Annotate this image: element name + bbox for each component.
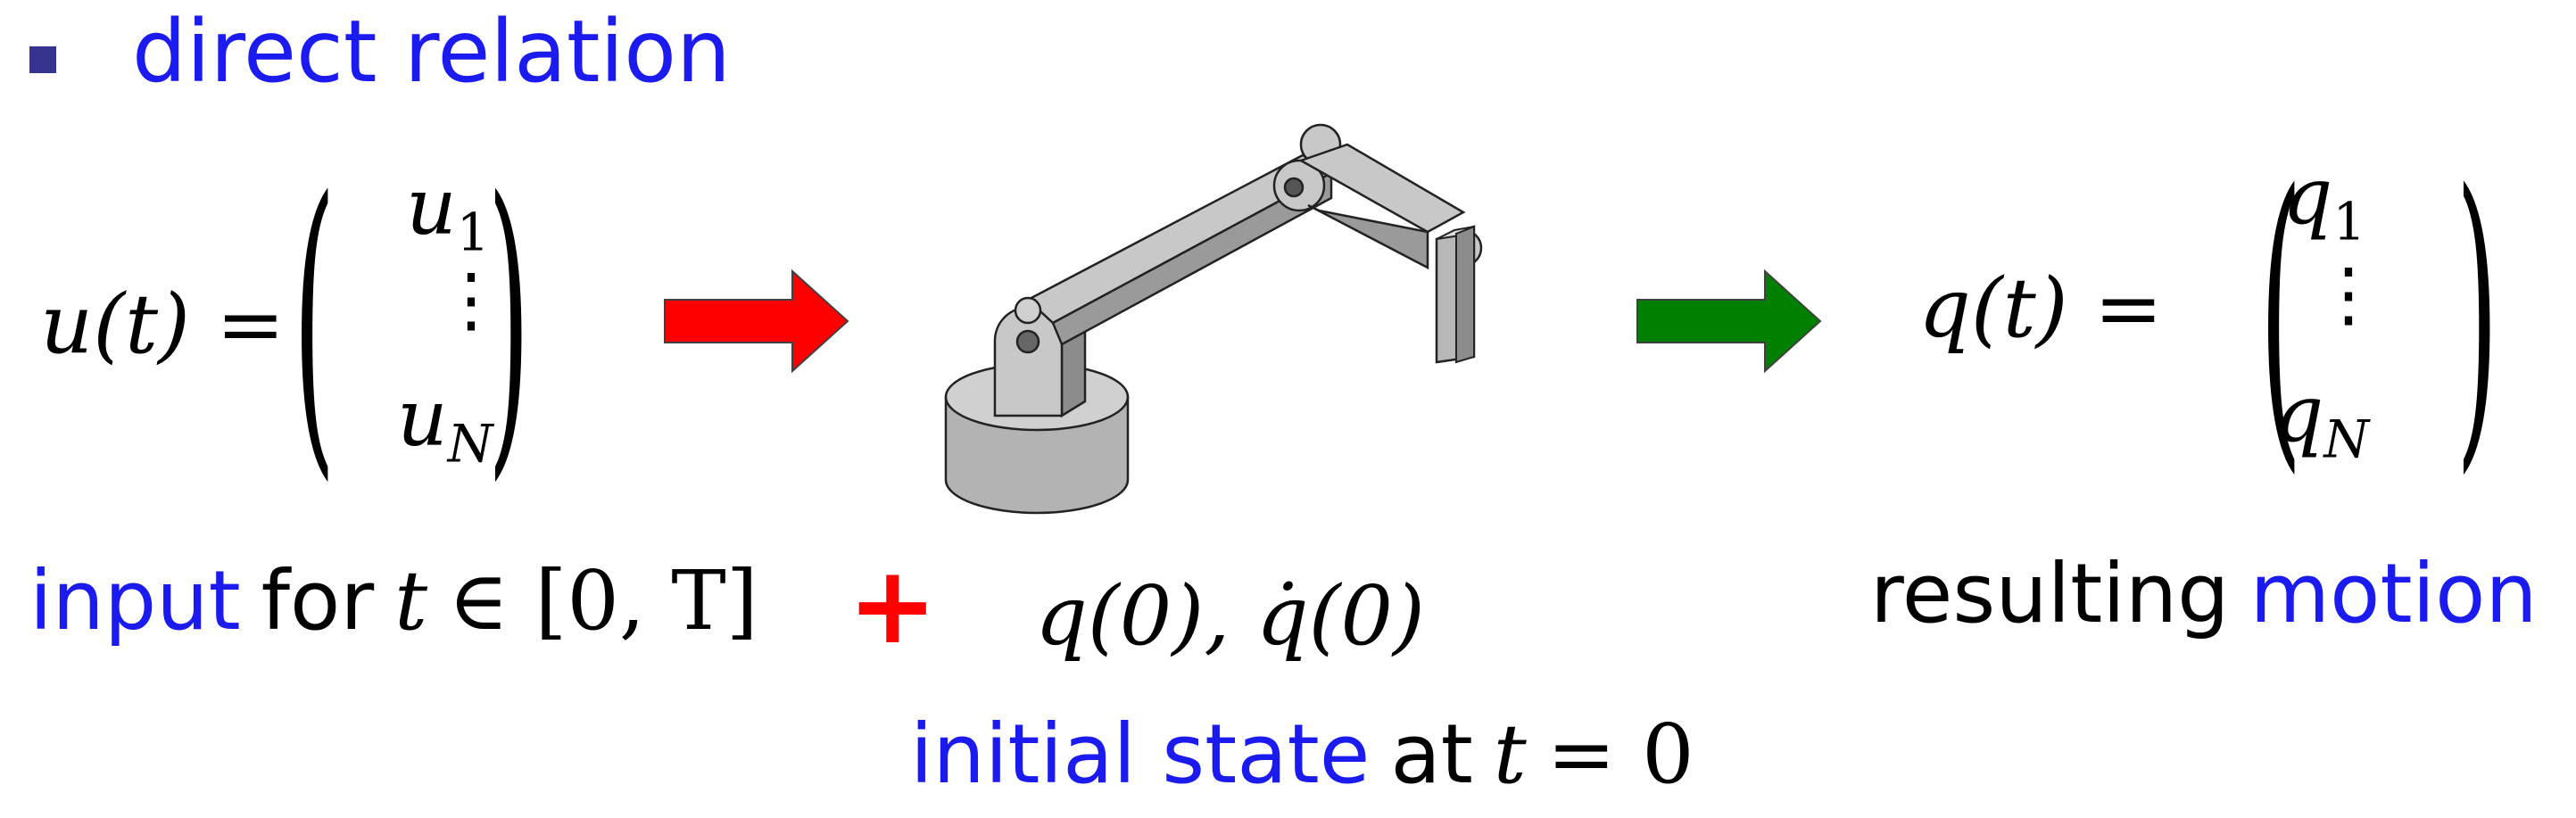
input-vector-lhs: u(t) = [40,277,286,372]
plus-sign: + [848,544,938,668]
input-caption: input for t ∈ [0, T] [29,560,758,642]
output-arrow [1636,269,1822,374]
initial-t: t [1493,706,1527,802]
uN-subscript: N [447,413,493,475]
robot-arm-illustration [944,123,1483,515]
resulting-word: resulting [1870,546,2230,641]
initial-state-word: initial state [910,706,1371,802]
input-arrow [664,269,849,374]
qN-subscript: N [2323,409,2370,470]
initial-state-caption: initial state at t = 0 [910,714,1694,796]
q1-symbol: q [2282,150,2333,242]
input-vdots: ⋮ [435,258,507,341]
u1-subscript: 1 [456,202,490,263]
u1-symbol: u [406,161,457,252]
qN-symbol: q [2274,368,2324,459]
initial-eq: = 0 [1546,706,1694,802]
robot-shoulder [993,306,1087,418]
initial-at: at [1390,706,1473,802]
input-left-paren: ( [293,134,336,508]
q1-subscript: 1 [2332,191,2366,252]
input-word: input [29,553,241,649]
bullet-marker [29,46,56,73]
robot-end-effector [1435,225,1483,364]
output-caption: resulting motion [1870,553,2538,635]
input-for: for [261,553,375,649]
input-right-paren: ) [487,134,531,508]
output-right-paren: ) [2456,127,2499,500]
robot-forearm [1297,143,1466,270]
heading-direct-relation: direct relation [132,2,731,102]
initial-values: q(0), q̇(0) [1035,568,1425,664]
output-vector-lhs: q(t) = [1918,260,2163,356]
motion-word: motion [2249,546,2538,641]
output-left-paren: ( [2259,127,2303,500]
uN-symbol: u [397,372,448,464]
input-interval: ∈ [0, T] [448,553,758,649]
input-t: t [394,553,428,649]
output-vdots: ⋮ [2313,252,2384,335]
